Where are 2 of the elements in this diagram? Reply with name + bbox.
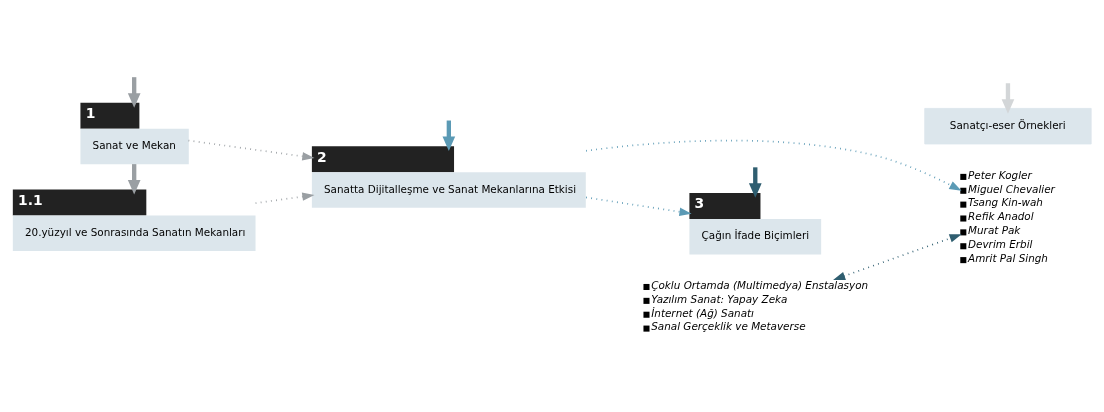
node-text: Peter Kogler Miguel Chevalier Tsang Kin-wah Refik Anadol Murat Pak Devrim Erbil Amrit Pal Singh [968,168,1055,264]
node-text: Çoklu Ortamda (Multimedya) Enstalasyon Yazılım Sanat: Yapay Zeka İnternet (Ağ) Sanatı Sanal Gerçeklik ve Metaverse [651,278,869,333]
